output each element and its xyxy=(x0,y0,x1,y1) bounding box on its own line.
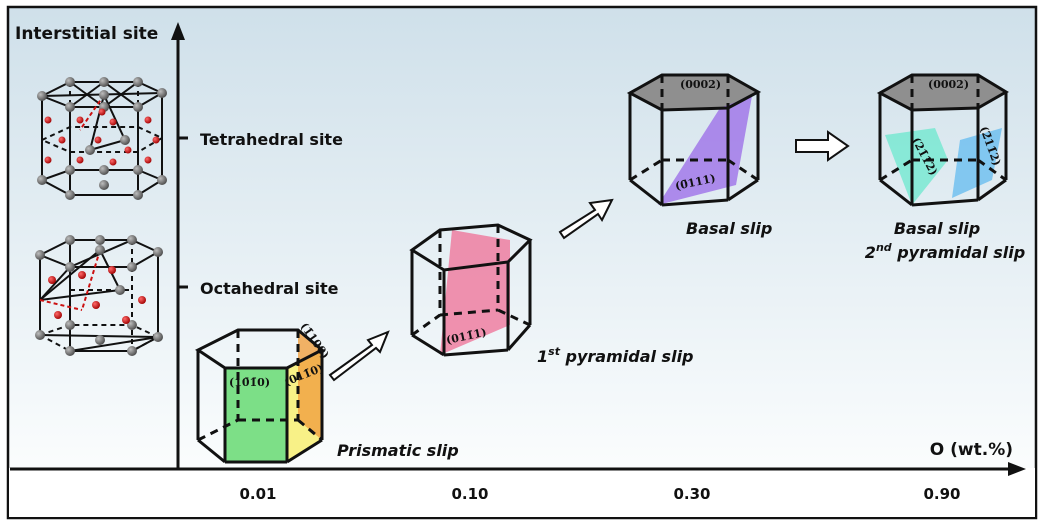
y-tick-label-tetra: Tetrahedral site xyxy=(200,130,343,149)
y-axis-title: Interstitial site xyxy=(15,24,158,44)
plane-label-p1: (10̄1̄0) xyxy=(229,376,270,389)
x-band xyxy=(9,468,1035,517)
tetra-atoms xyxy=(37,77,167,200)
y-tick-label-octa: Octahedral site xyxy=(200,279,339,298)
basal2-label: Basal slip xyxy=(894,219,980,238)
basal-label: Basal slip xyxy=(686,219,772,238)
x-tick-label-0: 0.01 xyxy=(239,485,276,503)
y-axis-arrow xyxy=(171,22,185,40)
pyramidal2-crystal xyxy=(876,73,1009,207)
plane-label-p7: (0002) xyxy=(928,78,969,91)
arrow-3 xyxy=(795,130,850,162)
pyr2-label: 2nd pyramidal slip xyxy=(865,241,1025,262)
x-axis-title: O (wt.%) xyxy=(930,440,1013,460)
pyramidal1-crystal xyxy=(409,223,533,357)
octa-atoms xyxy=(35,235,163,356)
pyr1-label: 1st pyramidal slip xyxy=(537,345,694,366)
x-tick-label-3: 0.90 xyxy=(923,485,960,503)
x-tick-label-1: 0.10 xyxy=(451,485,488,503)
prismatic-crystal xyxy=(195,328,325,464)
arrow-2 xyxy=(558,198,614,240)
x-axis-arrow xyxy=(1008,462,1026,476)
arrow-1 xyxy=(328,330,390,382)
basal-crystal xyxy=(626,73,762,207)
x-tick-label-2: 0.30 xyxy=(673,485,710,503)
frame xyxy=(6,5,1038,520)
prismatic-label: Prismatic slip xyxy=(337,441,459,460)
plane-label-p5: (0002) xyxy=(680,78,721,91)
